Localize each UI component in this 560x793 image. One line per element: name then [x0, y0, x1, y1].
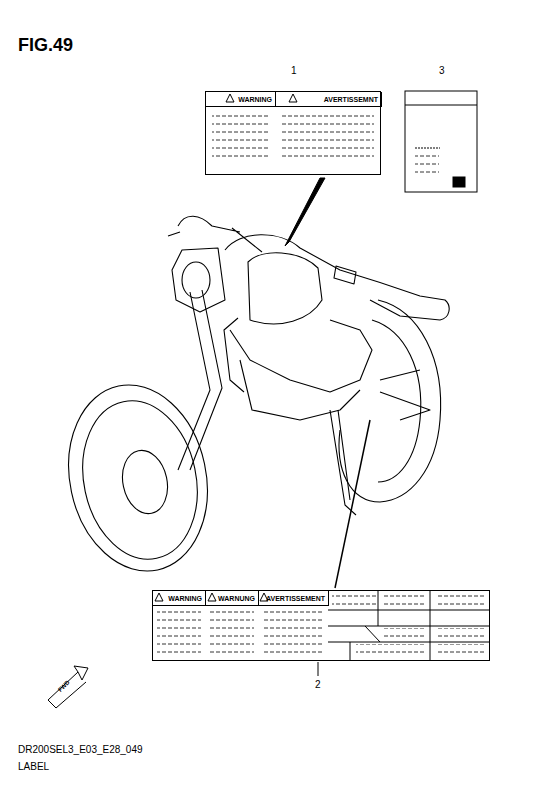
- warning-heading: WARNING: [206, 92, 276, 106]
- direction-mark: FWD: [57, 679, 71, 693]
- warning-heading: AVERTISSEMNT: [276, 92, 382, 106]
- label-header: WARNINGWARNUNGAVERTISSEMENT: [153, 591, 329, 606]
- label-header: WARNINGAVERTISSEMNT: [206, 92, 382, 107]
- callout-number: 2: [315, 680, 321, 690]
- warning-label: WARNINGWARNUNGAVERTISSEMENT: [152, 590, 490, 661]
- warning-heading: WARNING: [153, 591, 206, 605]
- figure-title: FIG.49: [18, 36, 73, 54]
- warning-label: WARNINGAVERTISSEMNT: [205, 91, 381, 175]
- warning-heading: WARNUNG: [206, 591, 259, 605]
- figure-code: DR200SEL3_E03_E28_049: [18, 745, 143, 755]
- callout-number: 1: [291, 66, 297, 76]
- figure-caption: LABEL: [18, 762, 49, 772]
- warning-heading: AVERTISSEMENT: [259, 591, 329, 605]
- callout-number: 3: [439, 66, 445, 76]
